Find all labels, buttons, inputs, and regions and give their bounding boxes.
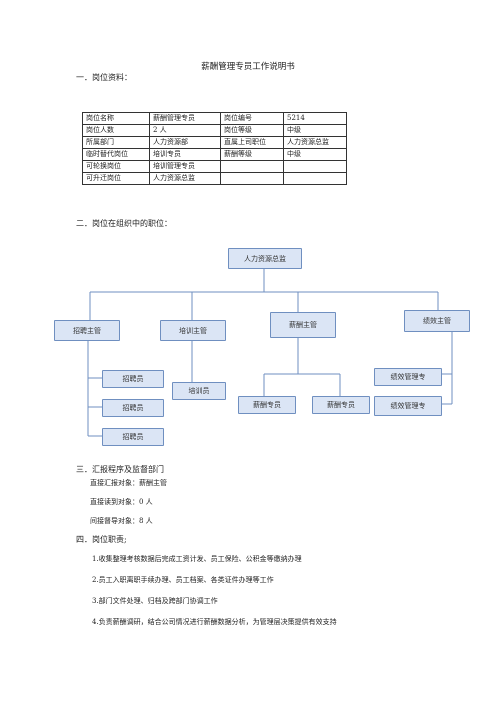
table-cell: 可升迁岗位 (82, 172, 150, 185)
section-heading-reporting: 三．汇报程序及监督部门 (76, 465, 164, 474)
table-cell (220, 160, 284, 173)
org-box-perf-specialist: 绩效管理专 (374, 368, 442, 386)
table-row: 可轮换岗位 培训管理专员 (82, 160, 347, 173)
duty-item: 1.收集整理考核数据后完成工资计发、员工保险、公积金等缴纳办理 (92, 555, 302, 563)
org-chart: 人力资源总监 招聘主管 培训主管 薪酬主管 绩效主管 招聘员 招聘员 招聘员 培… (0, 240, 496, 460)
table-cell (283, 172, 347, 185)
table-cell: 5214 (283, 112, 347, 125)
table-cell (283, 160, 347, 173)
table-cell: 可轮换岗位 (82, 160, 150, 173)
org-box-recruit-manager: 招聘主管 (54, 320, 120, 341)
table-cell: 所属部门 (82, 136, 150, 149)
duty-item: 3.部门文件处理、归档及跨部门协调工作 (92, 597, 218, 605)
duty-item: 2.员工入职离职手续办理、员工档案、各类证件办理等工作 (92, 576, 274, 584)
table-cell: 岗位人数 (82, 124, 150, 137)
org-chart-connectors (87, 267, 453, 437)
org-box-comp-manager: 薪酬主管 (270, 312, 336, 338)
table-cell: 培训专员 (149, 148, 221, 161)
table-cell: 薪酬等级 (220, 148, 284, 161)
org-box-recruiter: 招聘员 (102, 370, 164, 388)
duty-item: 4.负责薪酬调研，结合公司情况进行薪酬数据分析，为管理层决策提供有效支持 (92, 618, 337, 626)
org-box-comp-specialist: 薪酬专员 (238, 396, 296, 414)
section-heading-info: 一．岗位资料： (76, 73, 132, 82)
section-heading-org: 二．岗位在组织中的职位： (76, 219, 172, 228)
org-box-perf-specialist: 绩效管理专 (374, 396, 442, 416)
table-cell: 培训管理专员 (149, 160, 221, 173)
document-title: 薪酬管理专员工作说明书 (201, 62, 295, 72)
indirect-supervise-line: 间接督导对象：8 人 (90, 517, 153, 525)
table-cell: 薪酬管理专员 (149, 112, 221, 125)
table-cell: 人力资源总监 (283, 136, 347, 149)
section-heading-duties: 四．岗位职责; (76, 535, 127, 544)
position-info-table: 岗位名称 薪酬管理专员 岗位编号 5214 岗位人数 2 人 岗位等级 中级 所… (82, 112, 347, 185)
table-cell: 人力资源总监 (149, 172, 221, 185)
table-cell (220, 172, 284, 185)
table-row: 临时替代岗位 培训专员 薪酬等级 中级 (82, 148, 347, 161)
org-box-recruiter: 招聘员 (102, 428, 164, 446)
table-row: 可升迁岗位 人力资源总监 (82, 172, 347, 185)
org-box-trainer: 培训员 (172, 382, 226, 400)
table-cell: 临时替代岗位 (82, 148, 150, 161)
table-cell: 直属上司职位 (220, 136, 284, 149)
org-box-hr-director: 人力资源总监 (228, 248, 302, 269)
direct-report-line: 直接汇报对象：薪酬主管 (90, 479, 167, 487)
table-row: 所属部门 人力资源部 直属上司职位 人力资源总监 (82, 136, 347, 149)
direct-subordinates-line: 直接读到对象：0 人 (90, 498, 153, 506)
org-box-training-manager: 培训主管 (160, 320, 226, 341)
table-cell: 中级 (283, 148, 347, 161)
table-cell: 中级 (283, 124, 347, 137)
table-cell: 岗位名称 (82, 112, 150, 125)
table-row: 岗位人数 2 人 岗位等级 中级 (82, 124, 347, 137)
org-box-recruiter: 招聘员 (102, 399, 164, 417)
table-cell: 人力资源部 (149, 136, 221, 149)
org-box-comp-specialist: 薪酬专员 (312, 396, 370, 414)
table-cell: 2 人 (149, 124, 221, 137)
table-row: 岗位名称 薪酬管理专员 岗位编号 5214 (82, 112, 347, 125)
table-cell: 岗位编号 (220, 112, 284, 125)
org-box-perf-manager: 绩效主管 (404, 310, 470, 332)
table-cell: 岗位等级 (220, 124, 284, 137)
